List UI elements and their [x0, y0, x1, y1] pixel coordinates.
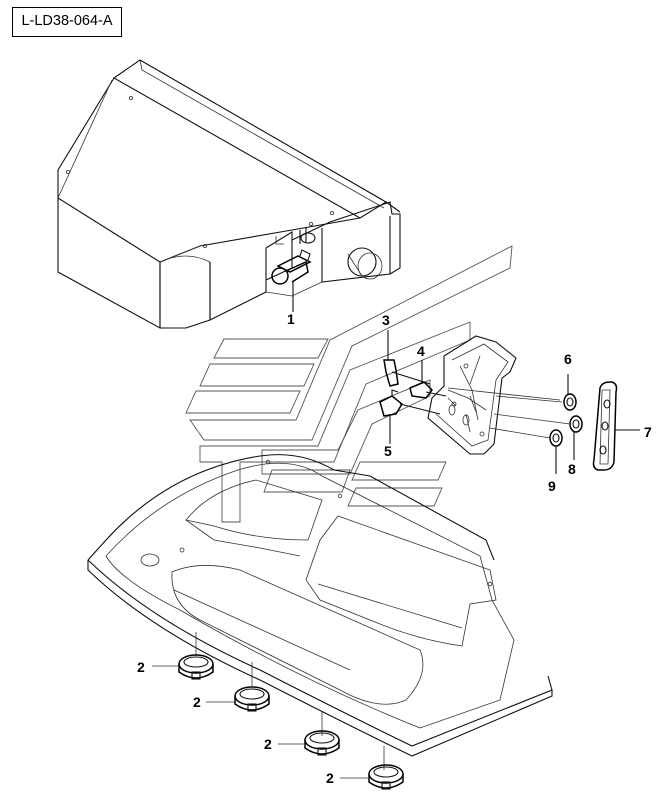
- part-1-sensor: [271, 249, 312, 312]
- callout-1: 1: [287, 311, 295, 327]
- callout-2a: 2: [137, 659, 145, 675]
- callout-8: 8: [568, 461, 576, 477]
- tank-assembly: [57, 59, 401, 329]
- callout-7: 7: [644, 424, 652, 440]
- callout-2d: 2: [326, 770, 334, 786]
- part-2-grommet-c: [278, 712, 340, 756]
- callout-5: 5: [384, 443, 392, 459]
- part-2-grommet-b: [206, 662, 270, 712]
- callout-3: 3: [382, 312, 390, 328]
- part-2-grommet-a: [152, 632, 214, 680]
- bracket-plate: [427, 335, 561, 455]
- callout-2c: 2: [264, 736, 272, 752]
- part-5-clip: [379, 389, 441, 444]
- callout-9: 9: [548, 478, 556, 494]
- callout-6: 6: [564, 351, 572, 367]
- callout-4: 4: [417, 343, 425, 359]
- base-tray: [87, 454, 553, 757]
- watermark-logo: [185, 245, 513, 523]
- part-9-grommet: [489, 427, 563, 474]
- part-6-grommet: [495, 374, 577, 411]
- callout-2b: 2: [193, 694, 201, 710]
- diagram-reference-label: L-LD38-064-A: [12, 7, 122, 37]
- part-7-gasket: [592, 381, 640, 471]
- part-4-connector: [409, 360, 447, 399]
- part-8-grommet: [493, 413, 583, 460]
- part-2-grommet-d: [340, 746, 404, 790]
